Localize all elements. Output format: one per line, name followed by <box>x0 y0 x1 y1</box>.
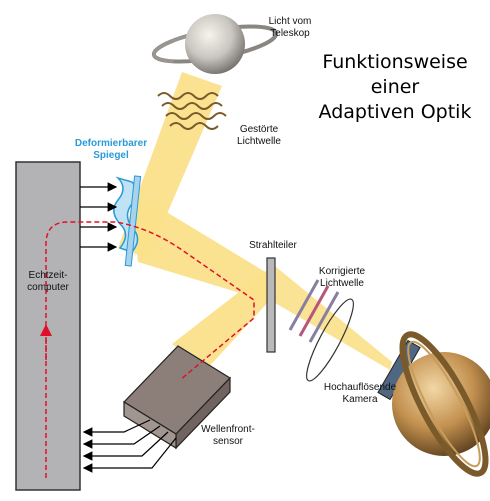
saturn-large-icon <box>392 331 490 477</box>
label-realtime-computer: Echtzeit- computer <box>27 270 69 293</box>
corrected-wave-lines <box>288 279 340 343</box>
title-line-1: Funktionsweise <box>322 51 468 73</box>
label-disturbed-wave: Gestörte Lichtwelle <box>237 124 281 147</box>
reflected-beam <box>130 192 272 302</box>
label-wavefront-sensor: Wellenfront- sensor <box>201 424 255 447</box>
label-deformable-mirror: Deformierbarer Spiegel <box>74 138 148 161</box>
title-line-2: einer <box>370 76 420 98</box>
realtime-computer-box <box>15 161 81 491</box>
saturn-small-icon <box>151 14 279 74</box>
control-arrows <box>80 182 118 252</box>
label-beam-splitter: Strahlteiler <box>249 240 297 251</box>
label-light-from-telescope: Licht vom Teleskop <box>268 16 312 39</box>
diagram-title: Funktionsweise einer Adaptiven Optik <box>300 50 490 125</box>
light-beams <box>118 72 392 370</box>
sensor-arrows <box>82 419 177 473</box>
beam-splitter <box>266 257 276 353</box>
title-line-3: Adaptiven Optik <box>318 101 472 123</box>
signal-path <box>40 221 255 478</box>
deformable-mirror-icon <box>113 175 142 267</box>
lens <box>306 298 354 382</box>
label-corrected-wave: Korrigierte Lichtwelle <box>318 266 366 289</box>
disturbed-wave-lines <box>157 92 227 130</box>
transmitted-beam <box>270 262 392 370</box>
label-camera: Hochauflösende Kamera <box>323 382 397 405</box>
